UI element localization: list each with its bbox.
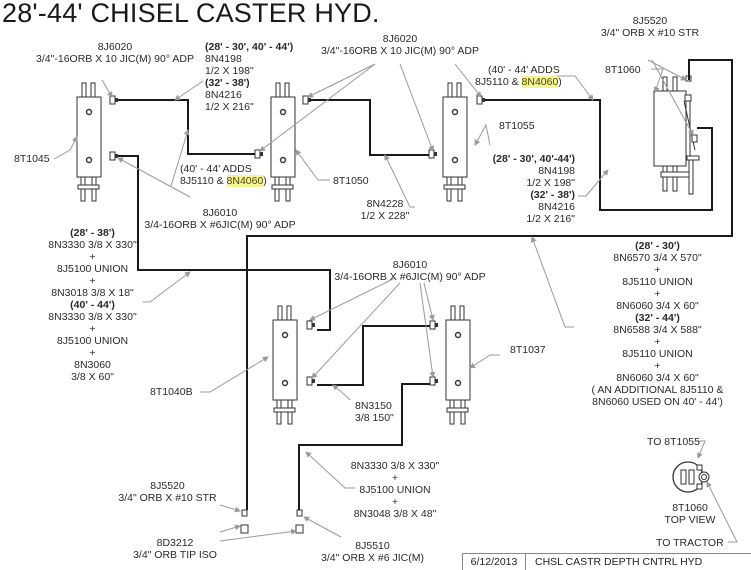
hose-right-spec: (28' - 30', 40'-44') 8N4198 1/2 X 198" (… [492, 153, 575, 225]
spec-line: 8N6060 3/4 X 60" [616, 372, 699, 384]
cylinder-8T1055-label: 8T1055 [499, 120, 535, 132]
spec-line: 8N6060 3/4 X 60" [616, 300, 699, 312]
spec-line: 8N3330 3/8 X 330" [350, 460, 440, 472]
spec-line: 8N3018 3/8 X 18" [51, 287, 134, 299]
spec-line: + [391, 496, 399, 508]
spec-line: 8N3330 3/8 X 330" [48, 239, 137, 251]
hydraulic-lines [118, 59, 733, 510]
spec-line: 8N3060 [74, 359, 111, 371]
drawing-title: 28'-44' CHISEL CASTER HYD. [2, 0, 380, 28]
hose-right-spec-stack: (28' - 30')8N6570 3/4 X 570"+8J5110 UNIO… [585, 240, 730, 408]
spec-line: 8J5100 UNION [359, 484, 431, 496]
spec-line: + [89, 347, 96, 359]
title-block-date: 6/12/2013 [463, 554, 526, 570]
hose-bottom-spec-stack: 8N3330 3/8 X 330"+8J5100 UNION+8N3048 3/… [345, 460, 445, 520]
cylinder-8T1045 [76, 82, 102, 202]
cylinder-8T1060-label: 8T1060 [605, 64, 641, 76]
spec-line: (32' - 44') [635, 312, 680, 324]
spec-line: + [89, 251, 96, 263]
spec-line: + [654, 264, 661, 276]
title-block: 6/12/2013 CHSL CASTR DEPTH CNTRL HYD [462, 553, 751, 570]
spec-line: 8N6570 3/4 X 570" [613, 252, 702, 264]
spec-line: 8J5100 UNION [56, 263, 129, 275]
spec-line: 3/8 X 60" [71, 371, 114, 383]
spec-line: (28' - 30') [635, 240, 680, 252]
spec-line: + [654, 336, 661, 348]
spec-line: 8N3048 3/8 X 48" [353, 508, 437, 520]
cylinder-8T1040B-label: 8T1040B [150, 386, 193, 398]
adds-note-right: (40' - 44' ADDS 8J5110 & 8N4060) [475, 64, 562, 88]
cylinder-8T1045-label: 8T1045 [14, 153, 50, 165]
spec-line: 8N6588 3/4 X 588" [613, 324, 702, 336]
spec-line: + [654, 288, 661, 300]
to-8T1055-label: TO 8T1055 [647, 436, 700, 448]
highlighted-part: 8N4060 [521, 76, 559, 88]
spec-line: + [89, 275, 96, 287]
cylinder-8T1037-label: 8T1037 [510, 344, 546, 356]
title-block-drawing-title: CHSL CASTR DEPTH CNTRL HYD [535, 556, 703, 568]
spec-line: 8J5110 UNION [622, 348, 693, 360]
hose-top-spec: (28' - 30', 40' - 44') 8N4198 1/2 X 198"… [205, 41, 294, 113]
cylinder-8T1055 [442, 82, 468, 202]
cylinder-8T1050-label: 8T1050 [333, 175, 369, 187]
leader-lines [53, 59, 738, 543]
spec-line: 8J5100 UNION [56, 335, 129, 347]
spec-line: (40' - 44') [70, 299, 115, 311]
to-tractor-label: TO TRACTOR [656, 537, 724, 549]
cylinder-8T1060 [653, 75, 700, 195]
spec-line: (28' - 38') [70, 227, 115, 239]
spec-line: 8N3330 3/8 X 330" [48, 311, 137, 323]
spec-line: 8J5110 UNION [622, 276, 693, 288]
adds-note-left: (40' - 44' ADDS 8J5110 & 8N4060) [180, 163, 267, 187]
spec-line: 8N6060 USED ON 40' - 44') [592, 396, 723, 408]
highlighted-part: 8N4060 [226, 175, 264, 187]
hose-left-spec-stack: (28' - 38')8N3330 3/8 X 330"+8J5100 UNIO… [40, 227, 145, 383]
cylinder-8T1040B [272, 305, 298, 425]
top-view-8T1060 [672, 461, 710, 493]
spec-line: + [391, 472, 399, 484]
cylinder-8T1037 [445, 305, 471, 425]
spec-line: + [89, 323, 96, 335]
spec-line: + [654, 360, 661, 372]
spec-line: ( AN ADDITIONAL 8J5110 & [591, 384, 724, 396]
